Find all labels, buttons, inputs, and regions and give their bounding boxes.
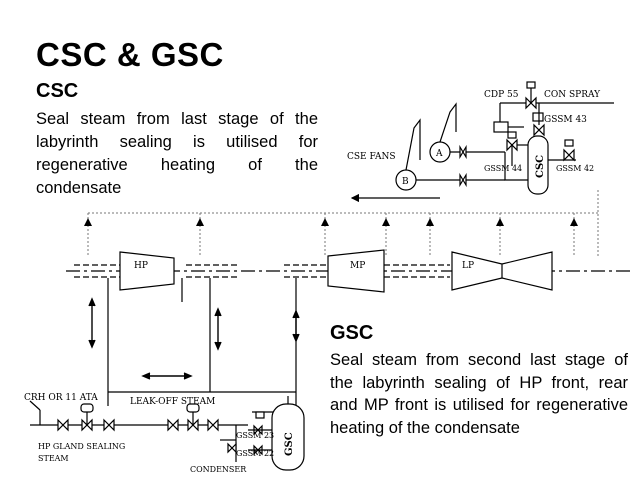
gland-sealing-line — [29, 400, 248, 456]
mp-turbine-icon — [327, 249, 385, 293]
crh-label: CRH OR 11 ATA — [24, 393, 98, 403]
gssm43-label: GSSM 43 — [544, 115, 587, 125]
gssm42-label: GSSM 42 — [556, 164, 594, 173]
gssm43-valve-icon — [532, 103, 545, 137]
csc-vessel-label: CSC — [535, 155, 546, 178]
con-spray-label: CON SPRAY — [544, 90, 601, 100]
leakoff-pipes — [107, 278, 297, 413]
leakoff-header — [87, 190, 599, 256]
gsc-area — [235, 396, 305, 471]
gssm42-valve-icon — [563, 139, 575, 162]
condenser-label: CONDENSER — [190, 465, 247, 474]
lp-label: LP — [462, 261, 474, 271]
csc-heading: CSC — [36, 80, 79, 102]
header-arrows — [84, 218, 578, 226]
lp-turbine-icon — [451, 251, 553, 291]
cdp55-valve-icon — [525, 81, 537, 110]
gssm23-label: GSSM 23 — [236, 431, 274, 440]
gsc-heading: GSC — [330, 322, 374, 344]
steam-label: STEAM — [38, 454, 69, 463]
csc-description: Seal steam from last stage of the labyri… — [36, 110, 318, 197]
slide-title: CSC & GSC — [36, 36, 224, 73]
fan-a-label: A — [435, 149, 443, 159]
hp-label: HP — [134, 261, 148, 271]
gssm44-label: GSSM 44 — [484, 164, 522, 173]
leak-off-label: LEAK-OFF STEAM — [130, 397, 215, 407]
csc-vessel-icon — [527, 135, 549, 195]
hp-turbine-icon — [119, 251, 175, 291]
csc-area — [350, 81, 614, 203]
fan-b-label: B — [402, 177, 409, 187]
dosing-box — [493, 121, 509, 133]
gland-seals — [74, 264, 450, 278]
gsc-vessel-label: GSC — [284, 432, 295, 456]
cse-fans-label: CSE FANS — [347, 152, 396, 162]
hp-gland-sealing-label: HP GLAND SEALING — [38, 442, 125, 451]
gsc-description: Seal steam from second last stage of the… — [330, 351, 628, 437]
cdp55-label: CDP 55 — [484, 90, 519, 100]
mp-label: MP — [350, 261, 365, 271]
gssm22-label: GSSM 22 — [236, 449, 274, 458]
flow-double-arrows — [88, 297, 300, 380]
